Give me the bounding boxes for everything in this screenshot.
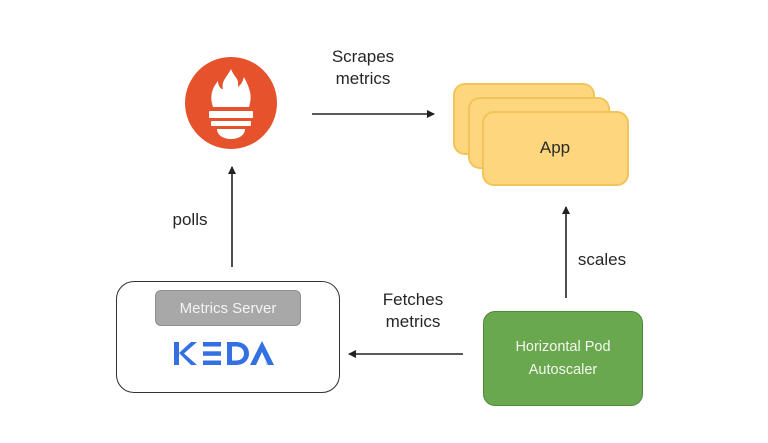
hpa-label-line1: Horizontal Pod xyxy=(515,338,611,355)
keda-logo-k-stem xyxy=(174,342,179,365)
prometheus-band-1 xyxy=(209,111,253,118)
scales-label: scales xyxy=(577,250,627,269)
app-label: App xyxy=(539,138,571,157)
fetches-label-line2: metrics xyxy=(385,312,441,331)
keda-logo-k-arms xyxy=(179,342,197,365)
prometheus-band-2 xyxy=(211,121,251,126)
scrapes-label-line2: metrics xyxy=(335,69,391,88)
keda-logo-e-bar-1 xyxy=(203,342,221,347)
scrapes-label: Scrapes metrics xyxy=(318,46,408,90)
keda-logo-e-bar-3 xyxy=(203,360,221,365)
keda-logo-e-bar-2 xyxy=(203,351,221,356)
prometheus-flame xyxy=(211,69,251,107)
keda-logo xyxy=(174,341,274,369)
polls-label: polls xyxy=(172,210,208,229)
prometheus-base xyxy=(217,129,245,139)
keda-logo-a xyxy=(250,341,274,365)
prometheus-icon xyxy=(185,57,277,149)
hpa-label-line2: Autoscaler xyxy=(528,361,598,378)
scrapes-label-line1: Scrapes xyxy=(331,47,395,66)
fetches-label: Fetches metrics xyxy=(368,289,458,333)
metrics-server-box: Metrics Server xyxy=(155,290,301,326)
app-card-front xyxy=(482,111,629,186)
keda-logo-d xyxy=(227,342,249,365)
hpa-box: Horizontal Pod Autoscaler xyxy=(483,311,643,406)
fetches-label-line1: Fetches xyxy=(382,290,444,309)
keda-logo-bolt xyxy=(265,360,268,369)
